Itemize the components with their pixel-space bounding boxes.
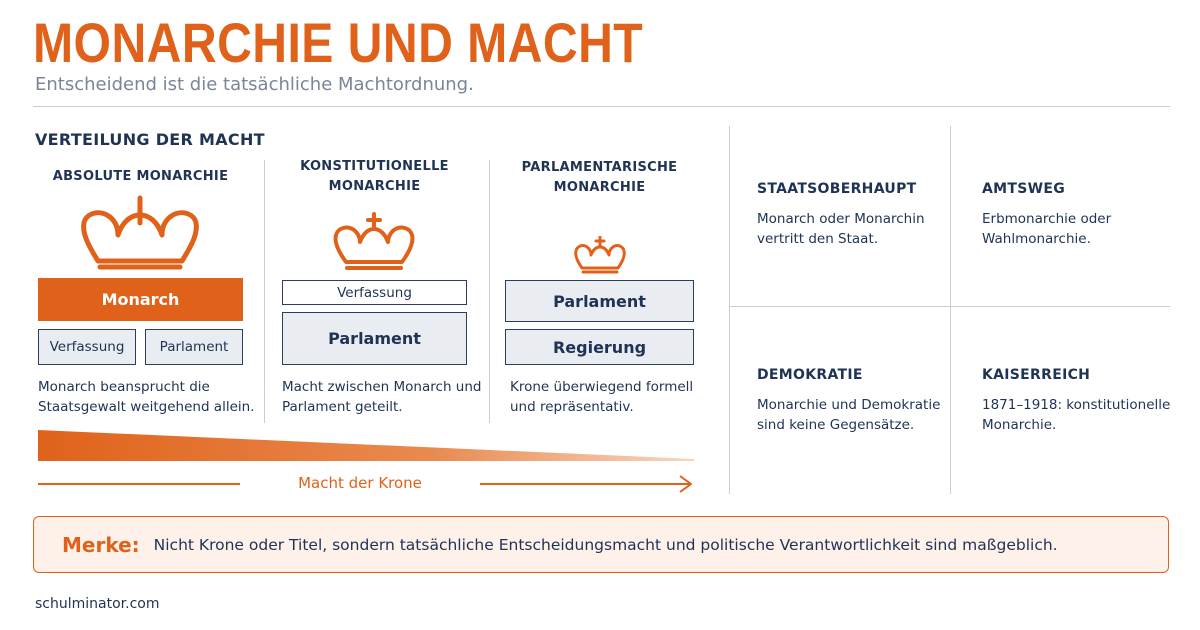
card-text: Monarch oder Monarchin vertritt den Staa… xyxy=(757,209,947,249)
column-description: Macht zwischen Monarch und Parlament get… xyxy=(282,377,487,417)
section-title: VERTEILUNG DER MACHT xyxy=(35,130,265,149)
card-text-line: Monarchie. xyxy=(982,417,1057,433)
card-text-line: Monarch oder Monarchin xyxy=(757,211,925,227)
description-line: und repräsentativ. xyxy=(510,399,634,415)
column-title-line: MONARCHIE xyxy=(553,180,646,195)
card-text-line: Monarchie und Demokratie xyxy=(757,397,941,413)
card-text: 1871–1918: konstitutionelle Monarchie. xyxy=(982,395,1172,435)
grid-divider xyxy=(950,126,951,494)
header-divider xyxy=(33,106,1170,107)
card-text-line: Wahlmonarchie. xyxy=(982,231,1091,247)
power-wedge xyxy=(38,430,694,461)
grid-divider xyxy=(729,306,1170,307)
card-text-line: sind keine Gegensätze. xyxy=(757,417,915,433)
box-parlament: Parlament xyxy=(145,329,243,365)
column-title-line: KONSTITUTIONELLE xyxy=(300,159,449,174)
card-title-staatsoberhaupt: STAATSOBERHAUPT xyxy=(757,181,917,197)
column-title-line: PARLAMENTARISCHE xyxy=(521,160,678,175)
merke-label: Merke: xyxy=(62,532,140,557)
box-parlament: Parlament xyxy=(282,312,467,365)
card-text-line: Erbmonarchie oder xyxy=(982,211,1112,227)
card-text: Monarchie und Demokratie sind keine Gege… xyxy=(757,395,947,435)
box-regierung: Regierung xyxy=(505,329,694,365)
card-title-kaiserreich: KAISERREICH xyxy=(982,367,1091,383)
column-description: Krone überwiegend formell und repräsenta… xyxy=(510,377,710,417)
description-line: Macht zwischen Monarch und xyxy=(282,379,482,395)
column-title-constitutional: KONSTITUTIONELLE MONARCHIE xyxy=(282,157,467,197)
page-subtitle: Entscheidend ist die tatsächliche Machto… xyxy=(35,74,474,95)
card-title-demokratie: DEMOKRATIE xyxy=(757,367,863,383)
description-line: Monarch beansprucht die xyxy=(38,379,210,395)
box-verfassung: Verfassung xyxy=(38,329,136,365)
axis-label: Macht der Krone xyxy=(240,474,480,492)
column-title-parliamentary: PARLAMENTARISCHE MONARCHIE xyxy=(505,158,694,198)
column-description: Monarch beansprucht die Staatsgewalt wei… xyxy=(38,377,258,417)
crown-icon-medium xyxy=(333,212,415,270)
crown-icon-small xyxy=(574,236,626,274)
description-line: Staatsgewalt weitgehend allein. xyxy=(38,399,255,415)
column-divider xyxy=(264,160,265,423)
card-text: Erbmonarchie oder Wahlmonarchie. xyxy=(982,209,1172,249)
card-title-amtsweg: AMTSWEG xyxy=(982,181,1065,197)
description-line: Krone überwiegend formell xyxy=(510,379,694,395)
box-verfassung: Verfassung xyxy=(282,280,467,305)
page-title: MONARCHIE UND MACHT xyxy=(33,11,644,74)
card-text-line: vertritt den Staat. xyxy=(757,231,879,247)
box-parlament: Parlament xyxy=(505,280,694,322)
column-divider xyxy=(489,160,490,423)
box-monarch: Monarch xyxy=(38,278,243,321)
column-title-line: MONARCHIE xyxy=(328,179,421,194)
footer-source: schulminator.com xyxy=(35,596,160,612)
description-line: Parlament geteilt. xyxy=(282,399,403,415)
crown-icon-large xyxy=(81,195,199,270)
merke-text: Nicht Krone oder Titel, sondern tatsächl… xyxy=(153,535,1058,554)
merke-box: Merke: Nicht Krone oder Titel, sondern t… xyxy=(33,516,1169,573)
card-text-line: 1871–1918: konstitutionelle xyxy=(982,397,1171,413)
column-title-line: ABSOLUTE MONARCHIE xyxy=(52,169,229,184)
column-title-absolute: ABSOLUTE MONARCHIE xyxy=(38,167,243,187)
grid-divider xyxy=(729,126,730,494)
